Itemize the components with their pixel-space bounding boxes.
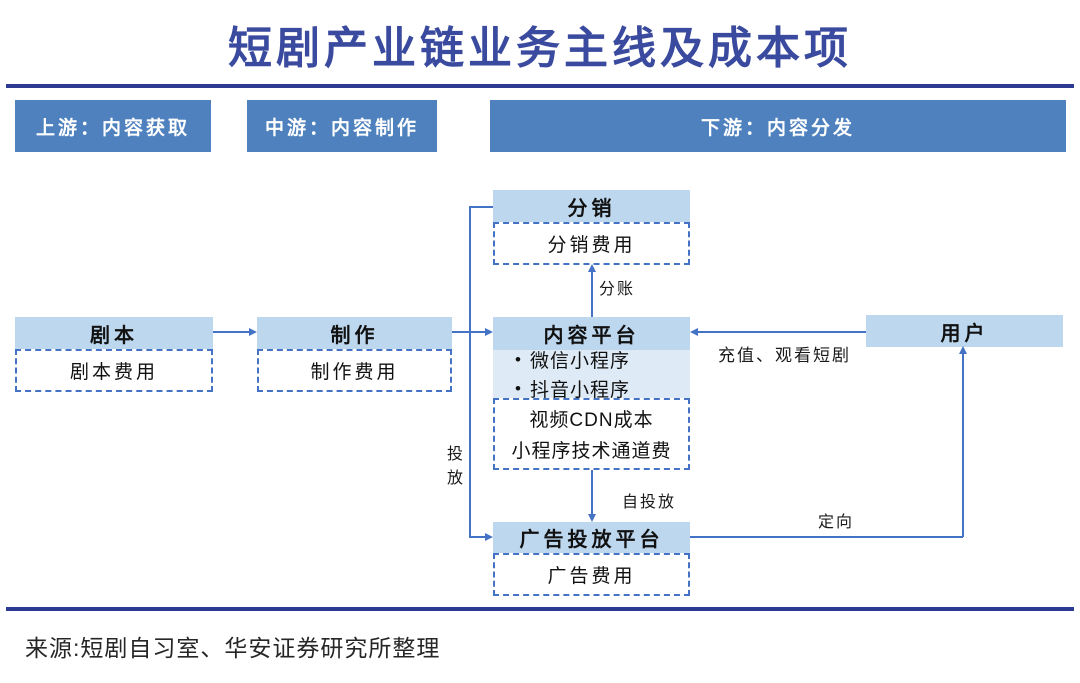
node-ad-platform-cost: 广告费用: [493, 553, 690, 596]
node-production-cost: 制作费用: [257, 349, 452, 392]
bullet-item-wechat: • 微信小程序: [515, 346, 690, 373]
connector-branch-trunk: [469, 206, 471, 537]
connector-platform-to-ad-platform: [591, 470, 593, 514]
arrowhead-right-icon: [485, 533, 493, 541]
connector-ad-platform-to-user-horizontal: [690, 536, 963, 538]
page-title: 短剧产业链业务主线及成本项: [228, 24, 852, 73]
bullet-icon: •: [515, 379, 522, 398]
edge-label-recharge-watch: 充值、观看短剧: [718, 346, 851, 367]
bullet-item-douyin-label: 抖音小程序: [529, 380, 630, 401]
arrowhead-right-icon: [249, 328, 257, 336]
arrowhead-right-icon: [485, 328, 493, 336]
connector-user-to-platform: [698, 331, 866, 333]
arrowhead-up-icon: [588, 264, 596, 272]
node-production: 制作: [257, 317, 452, 349]
connector-script-to-production: [213, 331, 251, 333]
stage-header-midstream-label: 中游：内容制作: [264, 117, 419, 139]
stage-header-upstream: 上游：内容获取: [15, 100, 211, 152]
node-ad-platform-title: 广告投放平台: [519, 529, 664, 551]
node-user-title: 用户: [940, 322, 989, 345]
node-production-title: 制作: [330, 324, 379, 347]
node-script-title: 剧本: [90, 324, 138, 347]
edge-label-self-placement: 自投放: [622, 493, 677, 513]
arrowhead-up-icon: [959, 346, 967, 354]
source-note: 来源:短剧自习室、华安证券研究所整理: [25, 635, 441, 661]
arrowhead-down-icon: [588, 514, 596, 522]
connector-platform-to-distribution: [591, 272, 593, 317]
node-user: 用户: [866, 315, 1063, 347]
node-distribution-title: 分销: [567, 197, 616, 220]
node-content-platform-title: 内容平台: [543, 325, 640, 347]
stage-header-downstream-label: 下游：内容分发: [700, 117, 855, 139]
title-divider: [6, 84, 1074, 88]
node-distribution-cost: 分销费用: [493, 222, 690, 265]
footer-divider: [6, 607, 1074, 611]
node-distribution-cost-label: 分销费用: [547, 235, 636, 256]
node-distribution: 分销: [493, 190, 690, 222]
node-content-platform-bullets: • 微信小程序 • 抖音小程序: [493, 350, 690, 401]
edge-label-targeting: 定向: [818, 513, 855, 533]
node-ad-platform: 广告投放平台: [493, 522, 690, 553]
node-script-cost: 剧本费用: [15, 349, 213, 392]
connector-branch-to-ad-platform: [469, 536, 486, 538]
arrowhead-left-icon: [690, 328, 698, 336]
bullet-item-wechat-label: 微信小程序: [529, 351, 630, 372]
connector-ad-platform-to-user-vertical: [962, 354, 964, 537]
stage-header-midstream: 中游：内容制作: [247, 100, 437, 152]
edge-label-split: 分账: [599, 280, 636, 300]
stage-header-upstream-label: 上游：内容获取: [35, 117, 190, 139]
edge-label-placement: 投放: [447, 443, 467, 491]
node-content-platform: 内容平台: [493, 317, 690, 350]
node-script: 剧本: [15, 317, 213, 349]
node-content-platform-cost-cdn: 视频CDN成本: [529, 410, 654, 431]
connector-branch-to-distribution: [469, 206, 493, 208]
node-ad-platform-cost-label: 广告费用: [547, 566, 636, 587]
bullet-icon: •: [515, 350, 522, 369]
bullet-item-douyin: • 抖音小程序: [515, 375, 690, 402]
node-script-cost-label: 剧本费用: [69, 362, 158, 383]
stage-header-downstream: 下游：内容分发: [490, 100, 1066, 152]
node-content-platform-cost: 视频CDN成本 小程序技术通道费: [493, 398, 690, 470]
node-production-cost-label: 制作费用: [310, 362, 399, 383]
node-content-platform-cost-channel: 小程序技术通道费: [511, 441, 672, 462]
